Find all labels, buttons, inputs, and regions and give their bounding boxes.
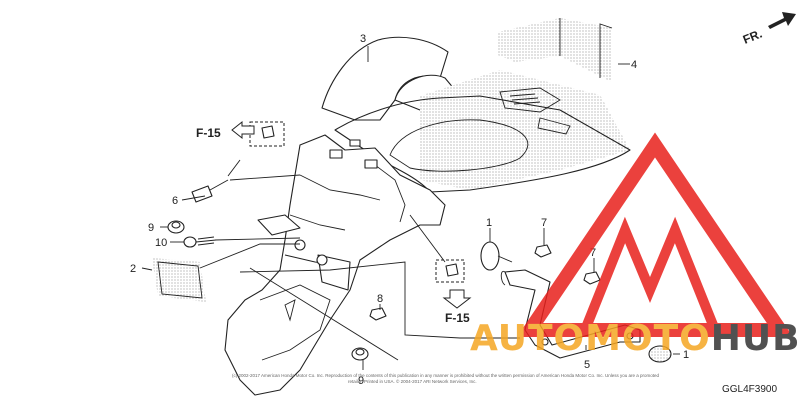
callout-7-upper: 7 (541, 217, 547, 229)
part-6-bolt (191, 179, 229, 203)
callout-2: 2 (130, 263, 136, 275)
part-1-reflector-upper (480, 241, 513, 271)
copyright-line-2: retailer. Printed in USA. © 2004-2017 AR… (348, 378, 477, 384)
callout-7-lower: 7 (590, 247, 596, 259)
down-arrow-icon (442, 289, 472, 309)
callout-10: 10 (155, 237, 167, 249)
callout-8: 8 (377, 293, 383, 305)
reference-upper: F-15 (196, 120, 255, 140)
part-4-bracket (498, 18, 613, 82)
clip-upper (249, 121, 285, 147)
watermark-triangle-icon (516, 132, 794, 337)
front-direction-indicator: FR. (741, 12, 796, 47)
callout-1-upper: 1 (486, 217, 492, 229)
leader-lines (141, 46, 680, 370)
watermark-text-part-2: HUB (711, 318, 800, 359)
copyright-line-1: (c) 2002-2017 American Honda Motor Co. I… (232, 373, 659, 378)
part-7-nut-lower (583, 271, 601, 285)
part-1-reflector-lower (648, 345, 672, 363)
reference-label-lower: F-15 (445, 311, 470, 325)
diagram-code: GGL4F3900 (722, 384, 777, 395)
watermark-logo: AUTOMOTOHUB (470, 132, 800, 359)
reflector-mount (257, 214, 351, 291)
callout-4: 4 (631, 59, 637, 71)
copyright-notice: (c) 2002-2017 American Honda Motor Co. I… (232, 373, 659, 384)
left-arrow-icon (231, 120, 255, 140)
callout-5: 5 (584, 359, 590, 371)
front-direction-label: FR. (741, 27, 764, 47)
part-10-screw (183, 236, 217, 248)
callout-3: 3 (360, 33, 366, 45)
part-9-grommet-top (167, 220, 185, 234)
clip-lower (435, 259, 465, 283)
part-9-grommet-bottom (351, 347, 369, 361)
watermark-text: AUTOMOTOHUB (470, 318, 800, 359)
reference-label-upper: F-15 (196, 126, 221, 140)
callout-9-lower: 9 (358, 375, 364, 387)
part-2-reflector (152, 258, 206, 302)
callout-numbers: 1 1 2 3 4 5 6 7 7 8 9 9 10 (130, 33, 689, 387)
part-8-nut (369, 307, 387, 321)
reference-lower: F-15 (442, 289, 472, 325)
callout-6: 6 (172, 195, 178, 207)
front-arrow-icon (768, 12, 796, 29)
rear-tray (334, 70, 631, 193)
callout-1-lower: 1 (683, 349, 689, 361)
watermark-text-part-1: AUTOMOTO (470, 318, 711, 359)
callout-9-upper: 9 (148, 222, 154, 234)
part-7-nut-upper (534, 244, 552, 258)
